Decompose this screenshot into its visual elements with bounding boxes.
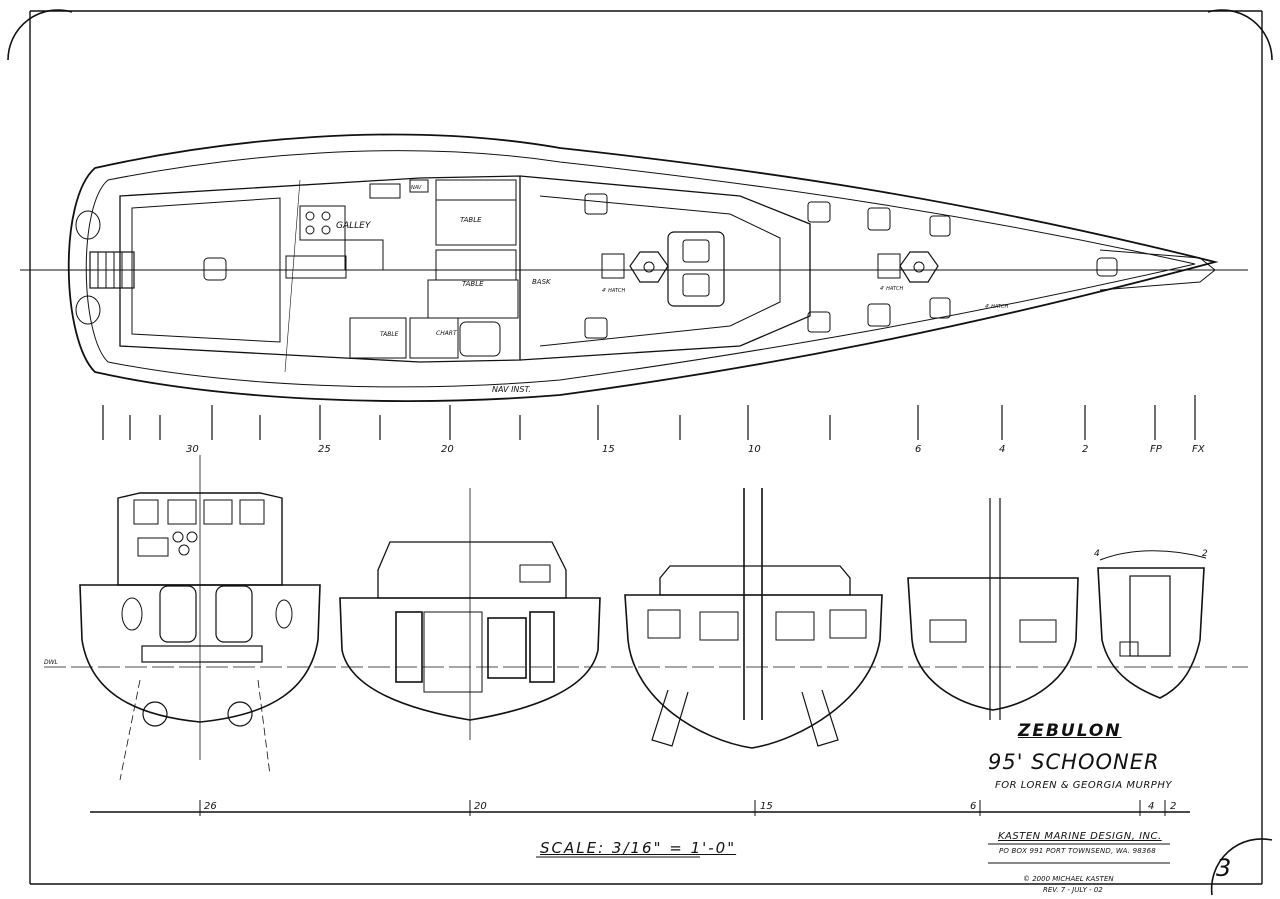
- hatch-label: 4' HATCH: [985, 304, 1009, 310]
- nav-inst-label: NAV INST.: [492, 385, 531, 394]
- client-name: FOR LOREN & GEORGIA MURPHY: [995, 780, 1172, 791]
- section-number: 4: [1094, 549, 1100, 559]
- chart-label: CHART: [436, 330, 458, 337]
- hatch-label: 4' HATCH: [602, 288, 626, 294]
- station-label: 4: [999, 444, 1005, 455]
- station-label: FX: [1192, 444, 1206, 455]
- station-labels-top: 30 25 20 15 10 6 4 2 FP FX: [186, 444, 1206, 455]
- drawing-title: 95' SCHOONER: [988, 750, 1160, 774]
- firm-name: KASTEN MARINE DESIGN, INC.: [998, 831, 1162, 842]
- section-bow: [1097, 550, 1207, 699]
- sheet-border: [7, 9, 1273, 896]
- section-stern: [79, 455, 321, 781]
- station-label: 30: [186, 444, 199, 455]
- hatch-label: 4' HATCH: [880, 286, 904, 292]
- station-label: 20: [441, 444, 454, 455]
- section-top-labels: 4 2: [1094, 549, 1208, 559]
- deck-plan: [20, 133, 1248, 402]
- station-label: 15: [602, 444, 615, 455]
- nav-label: NAV: [411, 185, 422, 191]
- station-label: 2: [1082, 444, 1088, 455]
- station-label: 4: [1148, 801, 1154, 812]
- section-number: 2: [1202, 549, 1208, 559]
- sheet-number: 3: [1216, 854, 1232, 882]
- station-label: 20: [474, 801, 487, 812]
- plan-annotations: GALLEY TABLE TABLE TABLE BASK CHART NAV …: [336, 185, 1009, 394]
- station-label: 6: [915, 444, 921, 455]
- copyright-note: © 2000 MICHAEL KASTEN: [1023, 875, 1114, 883]
- bask-label: BASK: [532, 278, 552, 286]
- station-ticks-bottom: [199, 800, 1166, 816]
- dwl-labels: DWL: [44, 659, 58, 666]
- station-label: 26: [204, 801, 217, 812]
- boat-name: ZEBULON: [1018, 721, 1122, 741]
- station-label: FP: [1150, 444, 1163, 455]
- station-label: 6: [970, 801, 976, 812]
- galley-label: GALLEY: [336, 221, 372, 231]
- station-labels-bottom: 26 20 15 6 4 2: [204, 801, 1176, 812]
- firm-address: PO BOX 991 PORT TOWNSEND, WA. 98368: [999, 847, 1156, 855]
- section-mid-aft: [339, 488, 601, 740]
- station-label: 10: [748, 444, 761, 455]
- section-mid-fwd: [624, 488, 883, 749]
- table-label: TABLE: [460, 216, 482, 224]
- station-label: 2: [1170, 801, 1176, 812]
- station-ticks-top: [102, 395, 1196, 440]
- scale-note: SCALE: 3/16" = 1'-0": [540, 839, 737, 857]
- hull-outline: [67, 133, 1219, 402]
- revision-note: REV. 7 - JULY - 02: [1043, 886, 1103, 894]
- dwl-label: DWL: [44, 659, 58, 666]
- table-label: TABLE: [380, 331, 399, 338]
- station-label: 25: [318, 444, 331, 455]
- table-label: TABLE: [462, 280, 484, 288]
- section-fwd: [907, 498, 1079, 720]
- title-block: [536, 843, 1170, 864]
- station-label: 15: [760, 801, 773, 812]
